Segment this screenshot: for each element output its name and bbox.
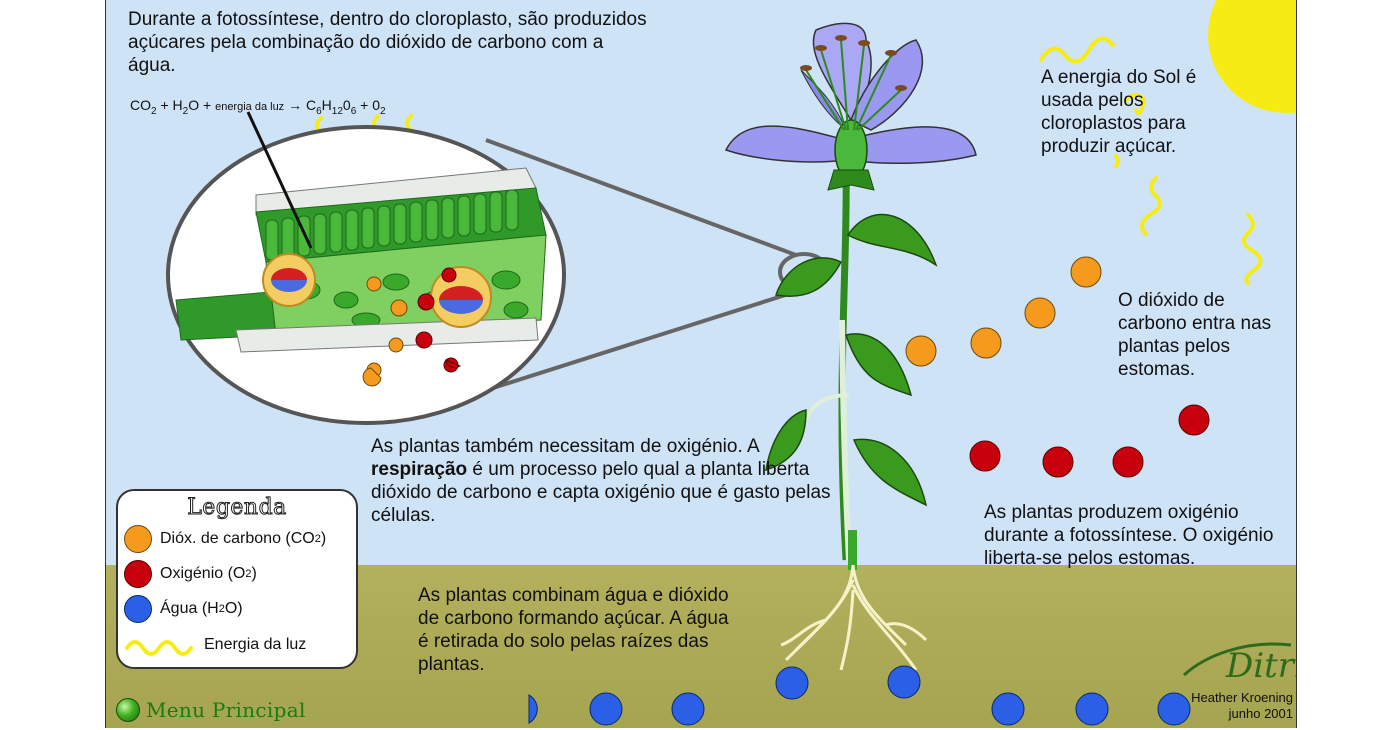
scene: Ditrl Durante a fotossíntese, dentro do … [105, 0, 1297, 728]
credit-date: junho 2001 [1228, 706, 1293, 721]
oxygen-dot-icon [124, 560, 152, 588]
light-energy-wave-icon [125, 640, 193, 656]
oxygen-molecule-icon [1178, 404, 1210, 436]
water-molecule-icon [775, 666, 809, 700]
legend-item-light: Energia da luz [124, 631, 306, 659]
leaf-cross-section [166, 111, 566, 425]
water-molecule-icon [991, 692, 1025, 726]
water-dot-icon [124, 595, 152, 623]
co2-entry-caption: O dióxido de carbono entra nas plantas p… [1118, 290, 1272, 380]
main-menu-label: Menu Principal [146, 698, 306, 722]
water-molecule-icon [1157, 692, 1191, 726]
green-orb-icon [116, 698, 140, 722]
co2-dot-icon [124, 525, 152, 553]
water-caption: As plantas combinam água e dióxido de ca… [418, 585, 729, 675]
plant [724, 22, 977, 671]
water-molecule-icon [887, 665, 921, 699]
leaf-icon [846, 213, 938, 267]
legend-title: Legenda [187, 495, 287, 521]
leaf-icon [852, 438, 928, 507]
sun-energy-caption: A energia do Sol é usada pelos cloroplas… [1041, 67, 1197, 157]
light-wave-icon [1039, 36, 1115, 64]
oxygen-molecule-icon [1112, 446, 1144, 478]
chloroplast-caption: Durante a fotossíntese, dentro do clorop… [128, 9, 647, 76]
svg-text:Ditrl: Ditrl [1225, 646, 1296, 686]
oxygen-caption: As plantas produzem oxigénio durante a f… [984, 502, 1274, 569]
oxygen-molecules [445, 359, 1210, 478]
light-wave-icon [1124, 93, 1147, 116]
magnifier-lines [470, 138, 802, 397]
sun-icon [1208, 0, 1296, 113]
credit: Heather Kroening junho 2001 [1161, 690, 1293, 722]
light-wave-icon [1114, 154, 1120, 168]
oxygen-molecule-icon [445, 359, 462, 369]
respiration-caption: As plantas também necessitam de oxigénio… [371, 436, 831, 526]
oxygen-molecule-icon [969, 440, 1001, 472]
water-molecule-icon [671, 692, 705, 726]
co2-molecule-icon [1024, 297, 1056, 329]
author-name: Heather Kroening [1191, 690, 1293, 705]
leaf-icon [765, 409, 807, 472]
leaf-icon [845, 333, 913, 397]
light-wave-icon [1242, 213, 1263, 285]
water-molecule-icon [528, 694, 538, 724]
illustration: Ditrl [166, 0, 1296, 726]
oxygen-molecule-icon [1042, 446, 1074, 478]
light-wave-icon [1140, 176, 1162, 236]
water-molecules [528, 665, 1191, 726]
water-molecule-icon [589, 692, 623, 726]
main-menu-button[interactable]: Menu Principal [116, 698, 306, 722]
respiration-term: respiração [371, 459, 468, 480]
co2-molecule-icon [970, 327, 1002, 359]
flower-icon [724, 22, 977, 191]
roots-icon [780, 564, 928, 671]
co2-molecule-icon [362, 367, 382, 387]
photosynthesis-equation: CO2 + H2O + energia da luz → C6H1206 + 0… [130, 97, 386, 117]
water-molecule-icon [1075, 692, 1109, 726]
co2-molecules [362, 256, 1102, 387]
co2-molecule-icon [1070, 256, 1102, 288]
co2-molecule-icon [905, 335, 937, 367]
leaf-icon [775, 257, 843, 297]
ditrl-logo: Ditrl [1182, 642, 1296, 686]
